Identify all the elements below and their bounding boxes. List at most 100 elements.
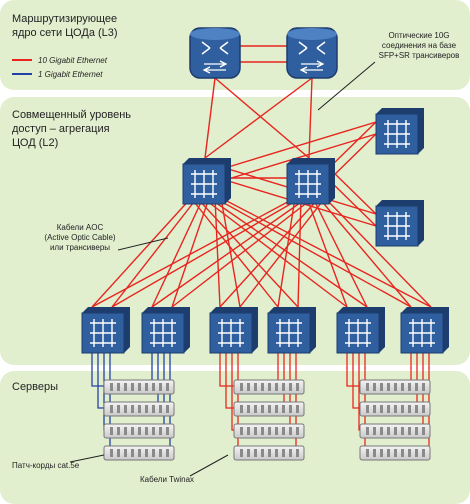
access-switch xyxy=(336,307,385,354)
server-vent xyxy=(159,449,162,457)
link-agg-access xyxy=(324,197,432,308)
patch-cords-label: Патч-корды cat.5e xyxy=(12,461,80,470)
server-vent xyxy=(275,449,278,457)
server-vent xyxy=(124,427,127,435)
link-agg-access xyxy=(91,197,192,308)
twinax-label: Кабели Twinax xyxy=(140,475,194,484)
link-access-server xyxy=(91,347,104,387)
link-access-server xyxy=(346,347,360,387)
core-router xyxy=(189,27,241,79)
server-vent xyxy=(124,405,127,413)
access-zone-title-line1: Совмещенный уровень xyxy=(12,109,131,121)
core-router xyxy=(286,27,338,79)
server-vent xyxy=(159,427,162,435)
server-vent xyxy=(240,427,243,435)
server-vent xyxy=(282,449,285,457)
link-agg-side xyxy=(328,121,377,169)
server-vent xyxy=(117,427,120,435)
legend-1g-label: 1 Gigabit Ethernet xyxy=(38,70,103,79)
server-vent xyxy=(415,383,418,391)
aoc-annotation: Кабели AOC (Active Optic Cable) или тран… xyxy=(44,223,169,252)
switch-grid-icon xyxy=(384,120,410,148)
aoc-annotation-line3: или трансиверы xyxy=(50,243,110,252)
server-vent xyxy=(124,449,127,457)
link-agg-access xyxy=(214,197,221,308)
server-vent xyxy=(408,427,411,435)
server-vent xyxy=(289,383,292,391)
server-vent xyxy=(117,405,120,413)
server-vent xyxy=(373,405,376,413)
server-vent xyxy=(387,427,390,435)
server-vent xyxy=(254,427,257,435)
servers-zone-title: Серверы xyxy=(12,381,58,393)
router-exchange-icon xyxy=(299,60,325,74)
link-agg-side xyxy=(224,121,377,169)
server-vent xyxy=(373,449,376,457)
server-vent xyxy=(131,427,134,435)
legend: 10 Gigabit Ethernet 1 Gigabit Ethernet xyxy=(12,56,108,79)
server-vent xyxy=(289,427,292,435)
service-switch xyxy=(375,108,424,155)
aoc-annotation-line2: (Active Optic Cable) xyxy=(44,233,115,242)
switch-grid-icon xyxy=(191,170,217,198)
server-vent xyxy=(110,405,113,413)
link-agg-side xyxy=(328,133,377,181)
switch-grid-icon xyxy=(150,319,176,347)
server-vent xyxy=(373,383,376,391)
server-vent xyxy=(380,405,383,413)
server-vent xyxy=(387,405,390,413)
server-vent xyxy=(422,383,425,391)
server-vent xyxy=(124,383,127,391)
router-arrows-icon xyxy=(298,41,326,55)
devices xyxy=(81,27,449,461)
switch-grid-icon xyxy=(384,212,410,240)
patch-cords-pointer xyxy=(69,454,105,463)
server-vent xyxy=(159,405,162,413)
server-vent xyxy=(282,427,285,435)
server-vent xyxy=(152,449,155,457)
server-vent xyxy=(408,449,411,457)
link-access-server xyxy=(231,347,234,431)
link-core-agg xyxy=(204,77,313,159)
server-vent xyxy=(110,383,113,391)
link-core-agg xyxy=(214,77,310,159)
core-zone-title-line2: ядро сети ЦОДа (L3) xyxy=(12,27,118,39)
server-vent xyxy=(240,405,243,413)
server-vent xyxy=(247,405,250,413)
router-exchange-icon xyxy=(202,60,228,74)
legend-10g-label: 10 Gigabit Ethernet xyxy=(38,56,108,65)
server-vent xyxy=(380,449,383,457)
connection-links xyxy=(91,45,432,453)
switch-grid-icon xyxy=(276,319,302,347)
server-vent xyxy=(138,405,141,413)
link-agg-access xyxy=(214,197,412,308)
link-agg-access xyxy=(219,197,320,308)
server-vent xyxy=(166,383,169,391)
server-vent xyxy=(296,427,299,435)
server-vent xyxy=(380,427,383,435)
server-vent xyxy=(131,405,134,413)
server-rack xyxy=(359,379,431,461)
server-vent xyxy=(131,449,134,457)
optical-annotation-pointer xyxy=(317,61,376,111)
server-vent xyxy=(254,383,257,391)
twinax-annotation: Кабели Twinax xyxy=(140,454,229,484)
patch-cords-annotation: Патч-корды cat.5e xyxy=(12,454,105,470)
link-agg-access xyxy=(151,197,308,308)
server-vent xyxy=(394,449,397,457)
server-vent xyxy=(145,383,148,391)
server-vent xyxy=(422,449,425,457)
core-router-top xyxy=(190,28,240,40)
server-vent xyxy=(394,427,397,435)
server-vent xyxy=(152,405,155,413)
switch-grid-icon xyxy=(409,319,435,347)
core-router-top xyxy=(287,28,337,40)
link-access-server xyxy=(225,347,234,409)
server-vent xyxy=(110,427,113,435)
server-vent xyxy=(261,405,264,413)
server-vent xyxy=(138,449,141,457)
server-vent xyxy=(268,383,271,391)
server-vent xyxy=(247,449,250,457)
server-vent xyxy=(289,449,292,457)
